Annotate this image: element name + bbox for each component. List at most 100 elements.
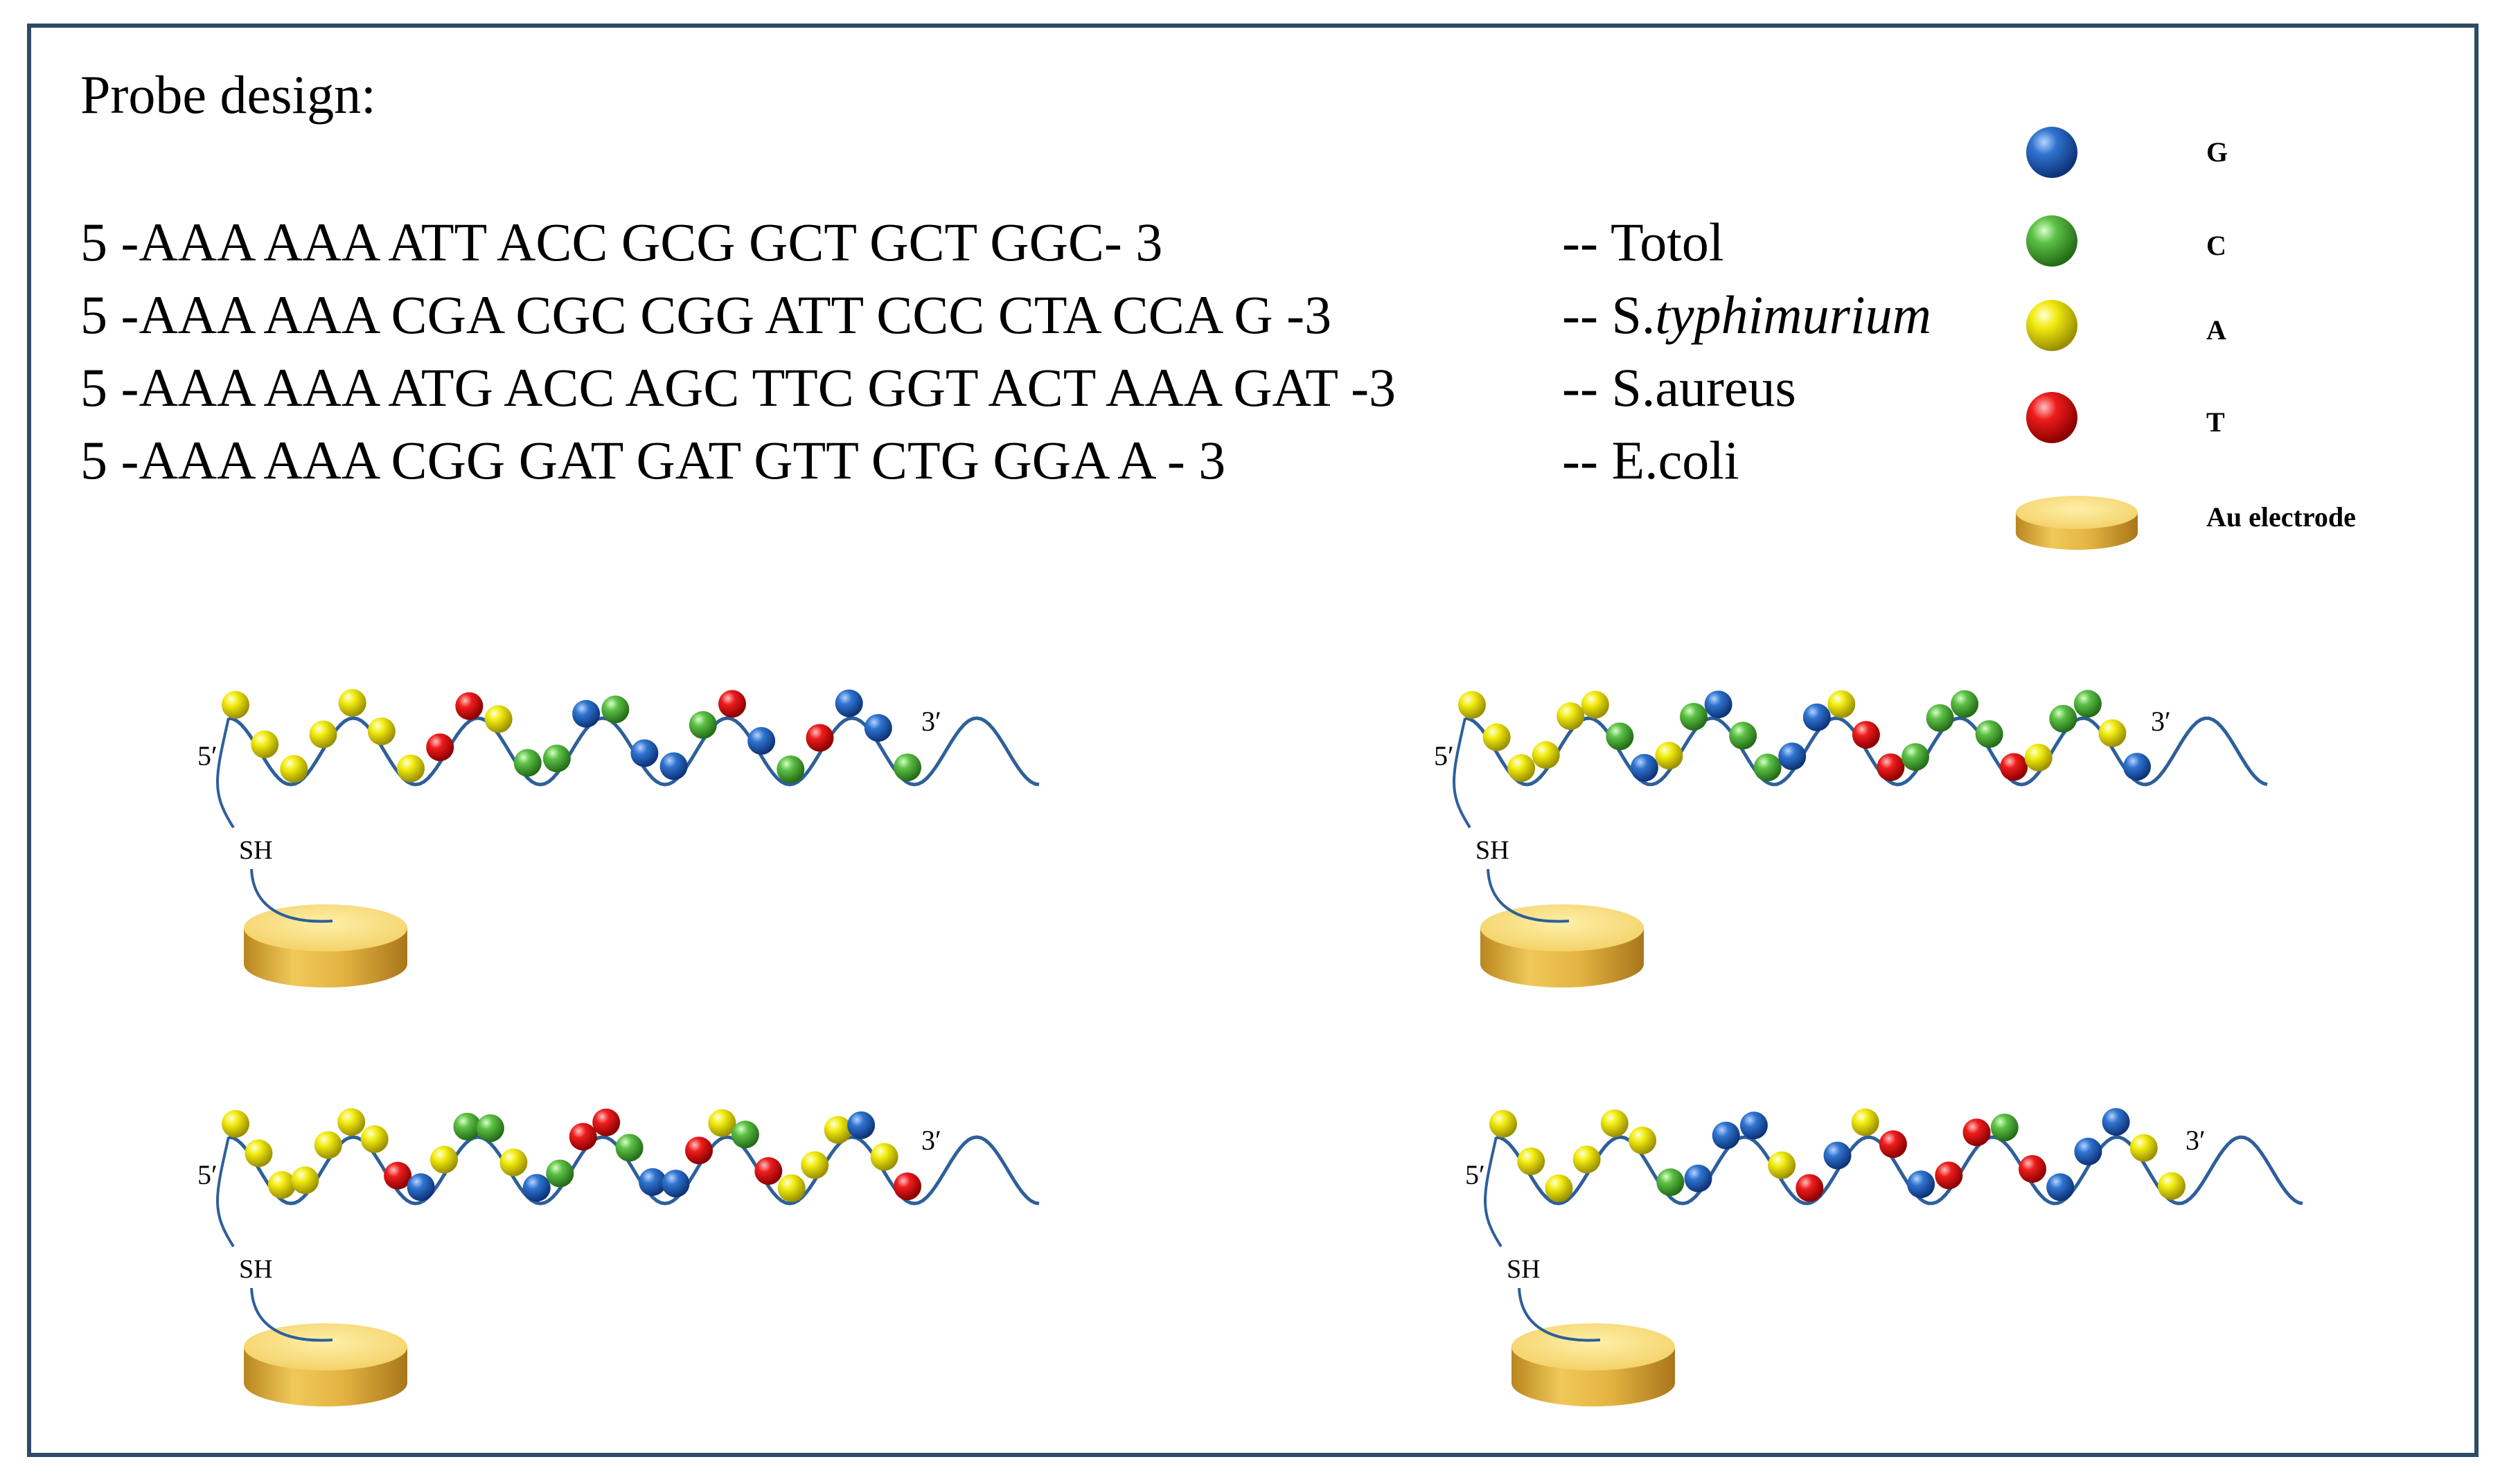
nucleotide-a [291,1166,319,1195]
nucleotide-a [1655,742,1683,770]
nucleotide-g [2074,1137,2102,1165]
thiol-label: SH [239,836,273,865]
nucleotide-a [360,1125,389,1153]
thiol-label: SH [1475,836,1509,865]
legend-item-t: T [2026,392,2225,443]
nucleotide-g [522,1174,551,1202]
nucleotide-t [685,1136,713,1165]
three-prime-label: 3′ [2186,1125,2206,1156]
nucleotide-t [1877,753,1905,781]
nucleotide-g [847,1111,876,1139]
nucleotide-c [1951,690,1979,718]
nucleotide-g [1823,1141,1852,1170]
five-prime-label: 5′ [1465,1159,1485,1190]
nucleotide-a [245,1139,273,1168]
nucleotide-a [1532,741,1560,769]
nucleotide-a [708,1109,736,1137]
nucleotide-g [1704,690,1732,719]
nucleotide-a [314,1131,342,1159]
au-electrode [1511,1323,1675,1406]
nucleotide-a [1458,690,1486,719]
nucleotide-g [864,714,892,742]
probe-sequence-s-typhimurium: 5 -AAA AAA CGA CGC CGG ATT CCC CTA CCA G… [80,285,1332,345]
nucleotide-t [2000,753,2028,781]
nucleotide-t [718,690,746,718]
nucleotide-a [1557,702,1585,731]
three-prime-label: 3′ [2151,706,2171,737]
nucleotide-c [2073,690,2102,718]
nucleotide-g [2102,1108,2130,1136]
nucleotide-c [777,756,805,783]
probe-strands: SH5′3′SH5′3′SH5′3′SH5′3′ [197,689,2303,1406]
nucleotide-a [1581,690,1609,719]
nucleotide-a [367,717,396,746]
nucleotide-a [1482,723,1511,751]
legend-item-g: G [2026,127,2228,178]
nucleotide-g [659,752,688,780]
nucleotide-t [806,724,834,752]
nucleotide-t [592,1108,621,1136]
nucleotide-a [1600,1109,1629,1138]
nucleotide-t [1935,1161,1963,1190]
legend-label-t: T [2206,406,2225,438]
nucleotide-c [1753,753,1782,782]
nucleotide-g [1630,753,1658,782]
legend-label-a: A [2206,314,2226,346]
nucleotide-a [280,755,308,783]
nucleotide-g [630,739,659,767]
t-nucleotide-icon [2026,392,2077,443]
thiol-label: SH [239,1255,273,1284]
nucleotide-c [546,1159,574,1188]
nucleotide-t [426,733,454,762]
strand-s-typhimurium: SH5′3′ [1434,690,2268,987]
probe-sequence-s-aureus: 5 -AAA AAA ATG ACC AGC TTC GGT ACT AAA G… [80,357,1397,418]
nucleotide-c [513,749,542,777]
nucleotide-g [835,689,863,717]
nucleotide-t [1796,1174,1824,1202]
nucleotide-a [267,1171,296,1199]
electrode-tether [1487,868,1570,923]
five-prime-label: 5′ [197,1159,218,1190]
nucleotide-c [1656,1168,1685,1197]
nucleotide-c [542,744,571,773]
nucleotide-c [476,1114,504,1143]
nucleotide-c [1990,1114,2019,1142]
nucleotide-g [1907,1170,1935,1199]
nucleotide-t [384,1161,412,1190]
legend-label-c: C [2206,230,2226,261]
nucleotide-a [2158,1172,2186,1200]
nucleotide-t [569,1123,597,1151]
nucleotide-a [777,1174,806,1202]
nucleotide-c [894,753,921,782]
nucleotide-a [338,689,366,717]
nucleotide-c [601,695,630,724]
nucleotide-a [2098,719,2127,747]
au-electrode [1480,904,1644,987]
probe-target-e-coli: -- E.coli [1562,430,1739,490]
probe-sequence-total: 5 -AAA AAA ATT ACC GCG GCT GCT GGC- 3 [80,212,1163,272]
nucleotide-g [1778,742,1807,771]
nucleotide-c [1680,703,1708,731]
nucleotide-a [1827,690,1856,718]
nucleotide-c [615,1134,644,1162]
nucleotide-g [639,1168,667,1196]
nucleotide-a [337,1108,366,1136]
nucleotide-g [2123,753,2151,781]
nucleotide-g [407,1173,435,1201]
legend-label-au-electrode: Au electrode [2206,501,2356,533]
nucleotide-g [747,726,776,755]
strand-e-coli: SH5′3′ [1465,1108,2303,1406]
nucleotide-a [1545,1174,1573,1202]
nucleotide-c [453,1112,481,1141]
electrode-tether [250,1287,333,1342]
nucleotide-g [1802,703,1831,731]
nucleotide-a [2024,744,2053,771]
nucleotide-t [754,1157,783,1185]
nucleotide-t [455,692,484,720]
thiol-linker [1484,1136,1502,1248]
probe-sequence-e-coli: 5 -AAA AAA CGG GAT GAT GTT CTG GGA A - 3 [80,430,1226,490]
au-electrode [244,1323,407,1406]
three-prime-label: 3′ [921,706,941,737]
nucleotide-c [1606,722,1634,751]
